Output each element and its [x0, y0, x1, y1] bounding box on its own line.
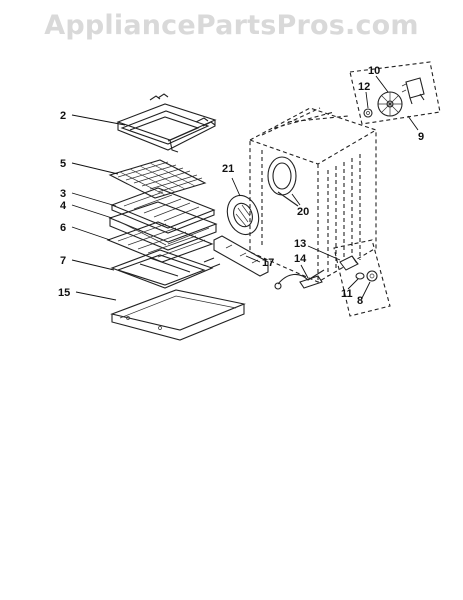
part-bake-element[interactable] [110, 249, 221, 289]
callout-14: 14 [294, 253, 307, 265]
callout-numbers: 2 5 3 4 6 7 15 21 20 17 14 13 11 8 10 12… [58, 65, 424, 307]
callout-21: 21 [222, 163, 234, 175]
switch-inset [333, 239, 391, 317]
callout-5: 5 [60, 158, 66, 170]
part-broil-pan-grid[interactable] [110, 187, 216, 234]
part-oven-cavity[interactable] [249, 107, 377, 283]
part-fan-blade[interactable] [377, 91, 403, 117]
callout-8: 8 [357, 295, 363, 307]
callout-9: 9 [418, 131, 424, 143]
part-fan-element[interactable] [267, 156, 299, 207]
part-fan-cover[interactable] [222, 191, 264, 239]
callout-6: 6 [60, 222, 66, 234]
callout-12: 12 [358, 81, 370, 93]
watermark-logo: AppliancePartsPros.com [44, 10, 419, 41]
part-switch[interactable] [339, 255, 359, 271]
callout-17: 17 [262, 257, 274, 269]
callout-4: 4 [60, 200, 67, 212]
part-broil-element[interactable] [116, 93, 217, 153]
part-knob[interactable] [355, 272, 365, 280]
part-nut[interactable] [363, 108, 373, 118]
part-bottom-tray[interactable] [110, 289, 246, 341]
part-oven-rack-lower[interactable] [106, 221, 214, 263]
callout-20: 20 [297, 206, 309, 218]
callout-3: 3 [60, 188, 66, 200]
callout-11: 11 [341, 288, 353, 300]
part-cap[interactable] [366, 270, 378, 282]
callout-7: 7 [60, 255, 66, 267]
part-temperature-sensor[interactable] [274, 269, 325, 290]
callout-13: 13 [294, 238, 306, 250]
callout-10: 10 [368, 65, 380, 77]
part-broil-pan[interactable] [108, 201, 218, 251]
callout-2: 2 [60, 110, 66, 122]
leader-lines [71, 75, 419, 301]
part-oven-rack[interactable] [108, 159, 207, 199]
part-fan-motor[interactable] [401, 77, 425, 105]
callout-15: 15 [58, 287, 70, 299]
